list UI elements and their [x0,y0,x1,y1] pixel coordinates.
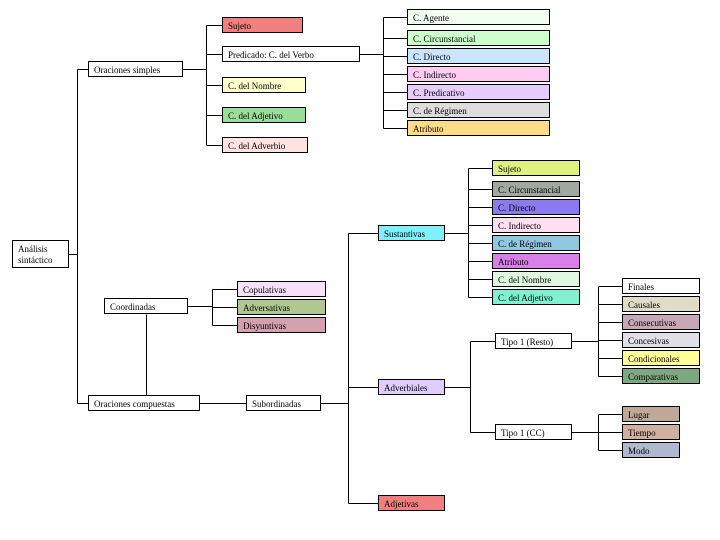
connector-sustantivas [445,168,492,298]
node-root: Análisis sintáctico [12,240,69,268]
node-v-atributo: Atributo [407,120,550,136]
connector-s-predicado [360,17,407,129]
node-n-circ: C. Circunstancial [492,181,580,197]
connector-tipo1-resto [572,286,622,377]
node-subordinadas: Subordinadas [246,395,321,411]
node-v-indirecto: C. Indirecto [407,66,550,82]
node-a-consecutivas: Consecutivas [622,314,700,330]
node-n-directo: C. Directo [492,199,580,215]
node-adjetivas: Adjetivas [378,495,445,511]
node-s-cadverbio: C. del Adverbio [222,137,308,153]
node-s-cnombre: C. del Nombre [222,77,306,93]
node-n-sujeto: Sujeto [492,160,580,176]
node-v-circ: C. Circunstancial [407,30,550,46]
connector-simples [183,25,222,146]
node-tipo1-cc: Tipo 1 (CC) [495,424,572,440]
node-sustantivas: Sustantivas [378,225,445,241]
connector-tipo1-cc [572,414,622,451]
connector-adverbiales [445,341,495,433]
node-c-adversativas: Adversativas [237,299,326,315]
connector-coordinadas [188,289,237,326]
node-n-cnombre: C. del Nombre [492,271,580,287]
node-v-directo: C. Directo [407,48,550,64]
node-v-predicativo: C. Predicativo [407,84,550,100]
node-a-tiempo: Tiempo [622,424,680,440]
node-c-copulativas: Copulativas [237,281,326,297]
node-n-cadjetivo: C. del Adjetivo [492,289,580,305]
node-a-lugar: Lugar [622,406,680,422]
connector-root [69,69,88,404]
node-s-sujeto: Sujeto [222,17,303,33]
node-n-regimen: C. de Régimen [492,235,580,251]
node-simples: Oraciones simples [88,61,183,77]
node-n-indirecto: C. Indirecto [492,217,580,233]
node-n-atributo: Atributo [492,253,580,269]
node-v-regimen: C. de Régimen [407,102,550,118]
node-compuestas: Oraciones compuestas [88,395,200,411]
node-a-concesivas: Concesivas [622,332,700,348]
node-a-modo: Modo [622,442,680,458]
node-adverbiales: Adverbiales [378,379,445,395]
node-coordinadas: Coordinadas [104,298,188,314]
node-a-causales: Causales [622,296,700,312]
node-tipo1-resto: Tipo 1 (Resto) [495,333,572,349]
node-c-disyuntivas: Disyuntivas [237,317,326,333]
connector-compuestas [146,314,246,404]
node-a-condicionales: Condicionales [622,350,700,366]
node-s-predicado: Predicado: C. del Verbo [222,46,360,62]
node-s-cadjetivo: C. del Adjetivo [222,107,306,123]
node-v-agente: C. Agente [407,9,550,25]
node-a-finales: Finales [622,278,700,294]
node-a-comparativas: Comparativas [622,368,700,384]
connector-subordinadas [321,233,378,504]
